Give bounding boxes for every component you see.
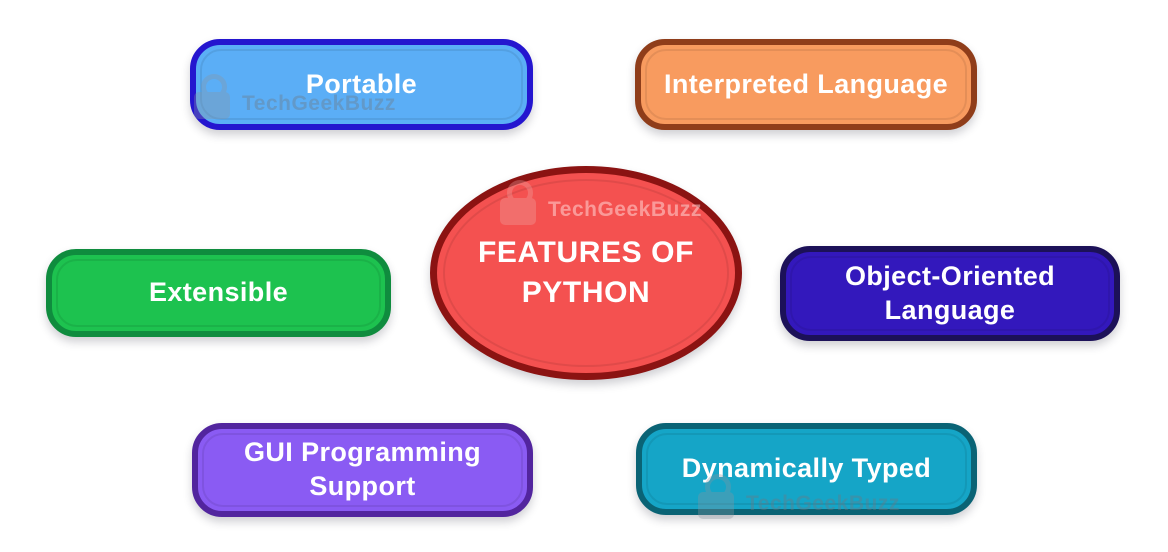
node-dynamically-typed: Dynamically Typed — [636, 423, 977, 515]
node-label: GUI Programming Support — [243, 437, 482, 501]
center-label: FEATURES OF PYTHON — [477, 235, 695, 310]
node-interpreted-language: Interpreted Language — [635, 39, 977, 130]
center-node-features-of-python: FEATURES OF PYTHON — [430, 166, 742, 380]
node-label: Extensible — [148, 277, 289, 308]
node-gui-programming-support: GUI Programming Support — [192, 423, 533, 517]
node-label: Interpreted Language — [663, 68, 949, 99]
node-object-oriented-language: Object-Oriented Language — [780, 246, 1120, 341]
node-label: Object-Oriented Language — [844, 260, 1056, 325]
node-label: Dynamically Typed — [681, 453, 932, 484]
node-label: Portable — [305, 68, 418, 99]
node-extensible: Extensible — [46, 249, 391, 337]
node-portable: Portable — [190, 39, 533, 130]
